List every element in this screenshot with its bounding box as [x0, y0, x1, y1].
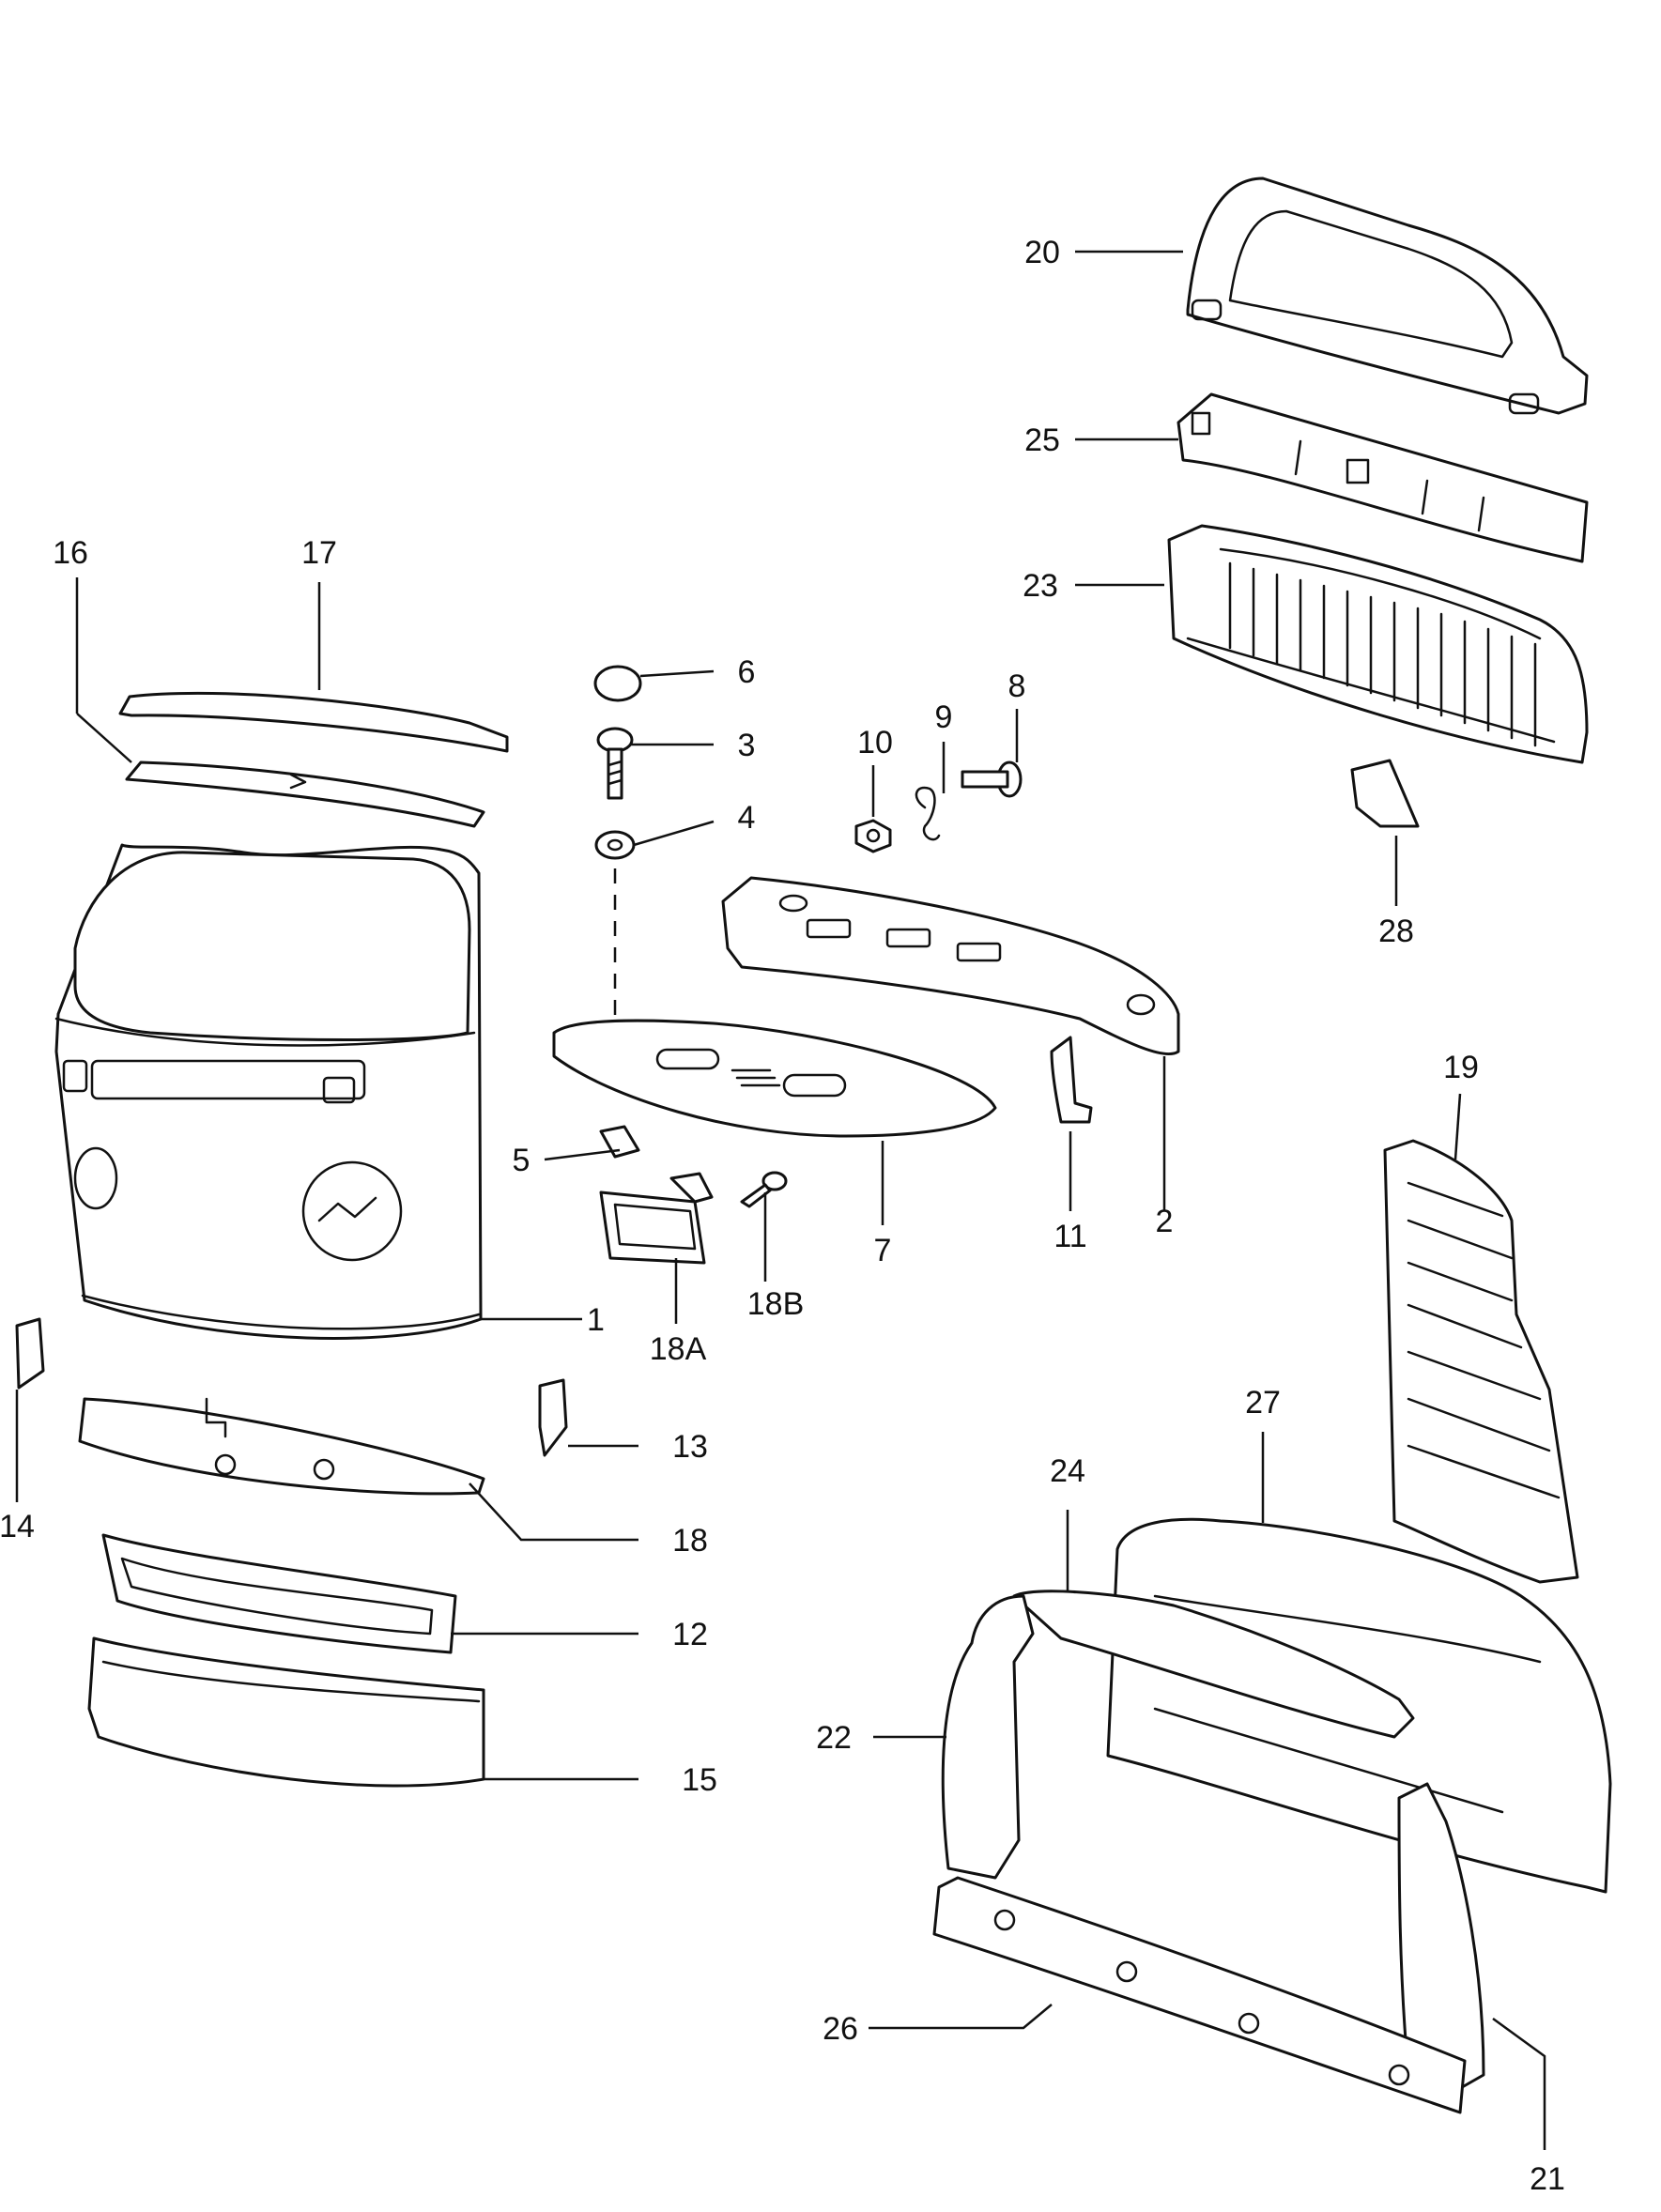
part-23-slats	[1228, 561, 1537, 747]
part-19-side-panel	[1383, 1139, 1579, 1584]
part-18-cross-member	[78, 1397, 485, 1496]
callout-8: 8	[1008, 668, 1026, 704]
part-23-grille-panel	[1167, 524, 1589, 764]
part-8-bolt	[961, 760, 1023, 798]
leader-lines	[15, 250, 1546, 2150]
callout-7: 7	[874, 1233, 892, 1268]
callout-24: 24	[1050, 1453, 1085, 1489]
callout-2: 2	[1156, 1204, 1174, 1239]
callout-18a: 18A	[650, 1331, 707, 1367]
part-3-bolt	[596, 727, 634, 800]
part-25-channel	[1177, 392, 1589, 563]
part-13-bracket	[538, 1378, 568, 1457]
part-2-cross-member	[721, 876, 1180, 1056]
callout-18b: 18B	[747, 1286, 805, 1322]
callout-17: 17	[301, 535, 337, 571]
callout-16: 16	[53, 535, 88, 571]
part-14-bracket	[15, 1317, 45, 1390]
part-6-cap	[593, 665, 642, 702]
part-7-tray	[552, 1019, 997, 1138]
part-20-arch-frame	[1186, 177, 1589, 415]
part-24-shelf	[1012, 1590, 1415, 1739]
part-16-upper-rail	[125, 760, 485, 828]
callout-22: 22	[816, 1720, 852, 1756]
part-18b-screw	[740, 1171, 788, 1208]
part-9-spring	[915, 786, 941, 841]
callout-1: 1	[587, 1302, 605, 1338]
part-4-washer	[594, 830, 636, 860]
callout-12: 12	[672, 1617, 708, 1652]
part-11-strap	[1050, 1036, 1093, 1124]
part-10-nut	[854, 819, 892, 853]
part-5-clip	[599, 1125, 640, 1159]
callout-6: 6	[738, 654, 756, 690]
callout-13: 13	[672, 1429, 708, 1465]
callout-14: 14	[0, 1509, 35, 1544]
callout-21: 21	[1530, 2161, 1565, 2197]
part-18a-speaker	[599, 1172, 714, 1265]
callout-19: 19	[1443, 1050, 1479, 1085]
callout-27: 27	[1245, 1385, 1281, 1421]
callout-3: 3	[738, 728, 756, 763]
part-21-side-trim	[1397, 1782, 1485, 2096]
callout-5: 5	[513, 1143, 531, 1178]
callout-18: 18	[672, 1523, 708, 1559]
part-12-lower-panel	[101, 1533, 457, 1654]
callout-labels: 1 2 3 4 5 6 7 8 9 10 11 12 13 14 15 16 1…	[0, 235, 1565, 2197]
part-17-roof-strip	[118, 691, 509, 753]
callout-28: 28	[1378, 914, 1414, 949]
part-1-rear-panel	[54, 843, 483, 1340]
part-28-clip	[1350, 759, 1420, 828]
callout-23: 23	[1023, 568, 1058, 604]
callout-11: 11	[1054, 1219, 1086, 1254]
part-26-sill	[932, 1876, 1467, 2114]
part-22-side-trim	[941, 1594, 1035, 1880]
callout-26: 26	[823, 2011, 858, 2047]
callout-20: 20	[1024, 235, 1060, 270]
callout-9: 9	[935, 699, 953, 735]
callout-25: 25	[1024, 422, 1060, 458]
callout-10: 10	[857, 725, 893, 760]
part-15-valance	[87, 1636, 485, 1788]
callout-15: 15	[682, 1762, 717, 1798]
callout-4: 4	[738, 800, 756, 836]
